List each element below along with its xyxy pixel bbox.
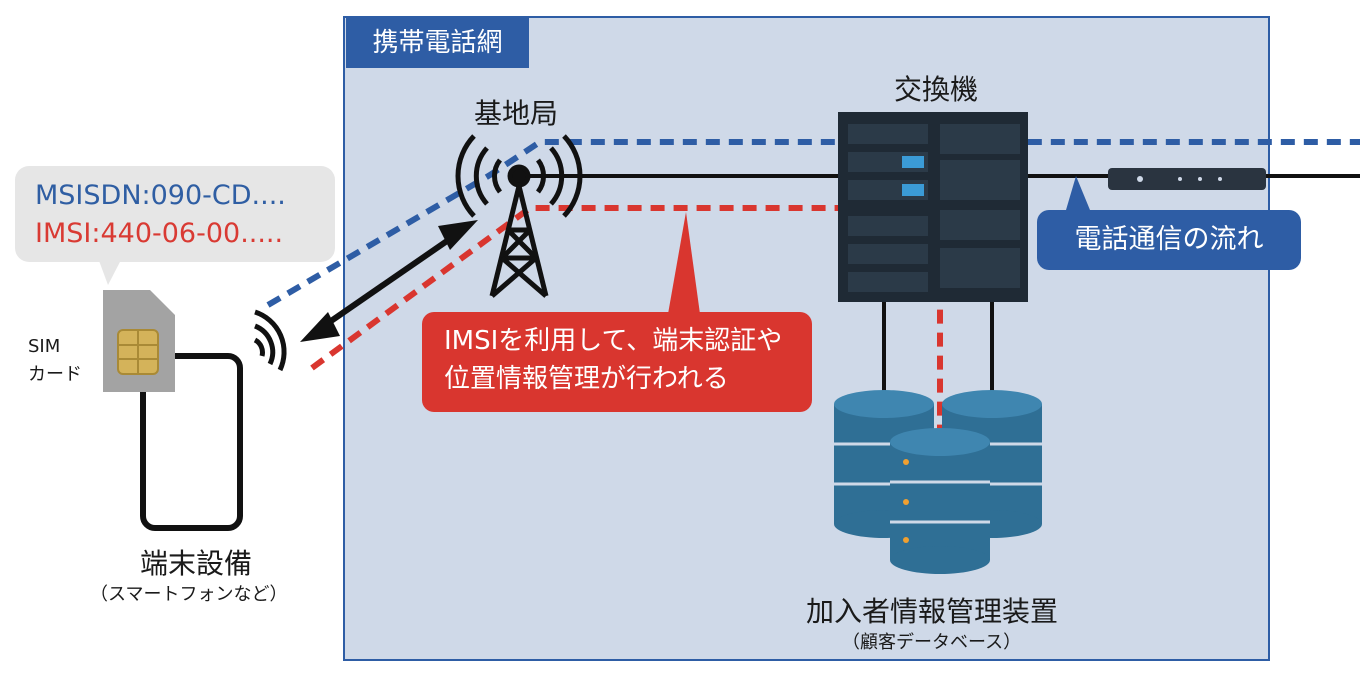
- blue-callout: 電話通信の流れ: [1037, 210, 1301, 270]
- sim-label-line1: SIM: [28, 336, 61, 357]
- blue-flow-line: [266, 139, 1360, 308]
- network-label: 携帯電話網: [346, 18, 529, 68]
- blue-callout-pointer: [1066, 176, 1090, 210]
- database-icon: [834, 390, 1042, 574]
- bubble-pointer: [98, 258, 122, 285]
- tower-icon: [455, 134, 583, 298]
- sim-card-icon: [103, 290, 175, 392]
- msisdn-text: MSISDN:090-CD....: [35, 180, 286, 211]
- red-callout-line2: 位置情報管理が行われる: [444, 364, 729, 394]
- radio-link-arrow: [300, 220, 478, 342]
- red-callout-pointer: [668, 212, 700, 314]
- exchange-label: 交換機: [894, 73, 979, 106]
- identifier-bubble: MSISDN:090-CD.... IMSI:440-06-00.....: [15, 166, 335, 262]
- red-callout-line1: IMSIを利用して、端末認証や: [444, 326, 783, 356]
- phone-icon: [140, 353, 243, 531]
- db-label: 加入者情報管理装置: [806, 595, 1059, 628]
- device-label: 端末設備: [140, 547, 253, 580]
- device-sub-label: （スマートフォンなど）: [90, 584, 288, 605]
- router-icon: [1108, 168, 1266, 190]
- sim-label-line2: カード: [28, 364, 82, 385]
- imsi-text: IMSI:440-06-00.....: [35, 218, 284, 249]
- db-sub-label: （顧客データベース）: [842, 632, 1022, 653]
- signal-icon: [253, 309, 287, 372]
- base-station-label: 基地局: [474, 97, 559, 130]
- red-callout: IMSIを利用して、端末認証や 位置情報管理が行われる: [422, 312, 812, 412]
- server-rack-icon: [838, 112, 1028, 302]
